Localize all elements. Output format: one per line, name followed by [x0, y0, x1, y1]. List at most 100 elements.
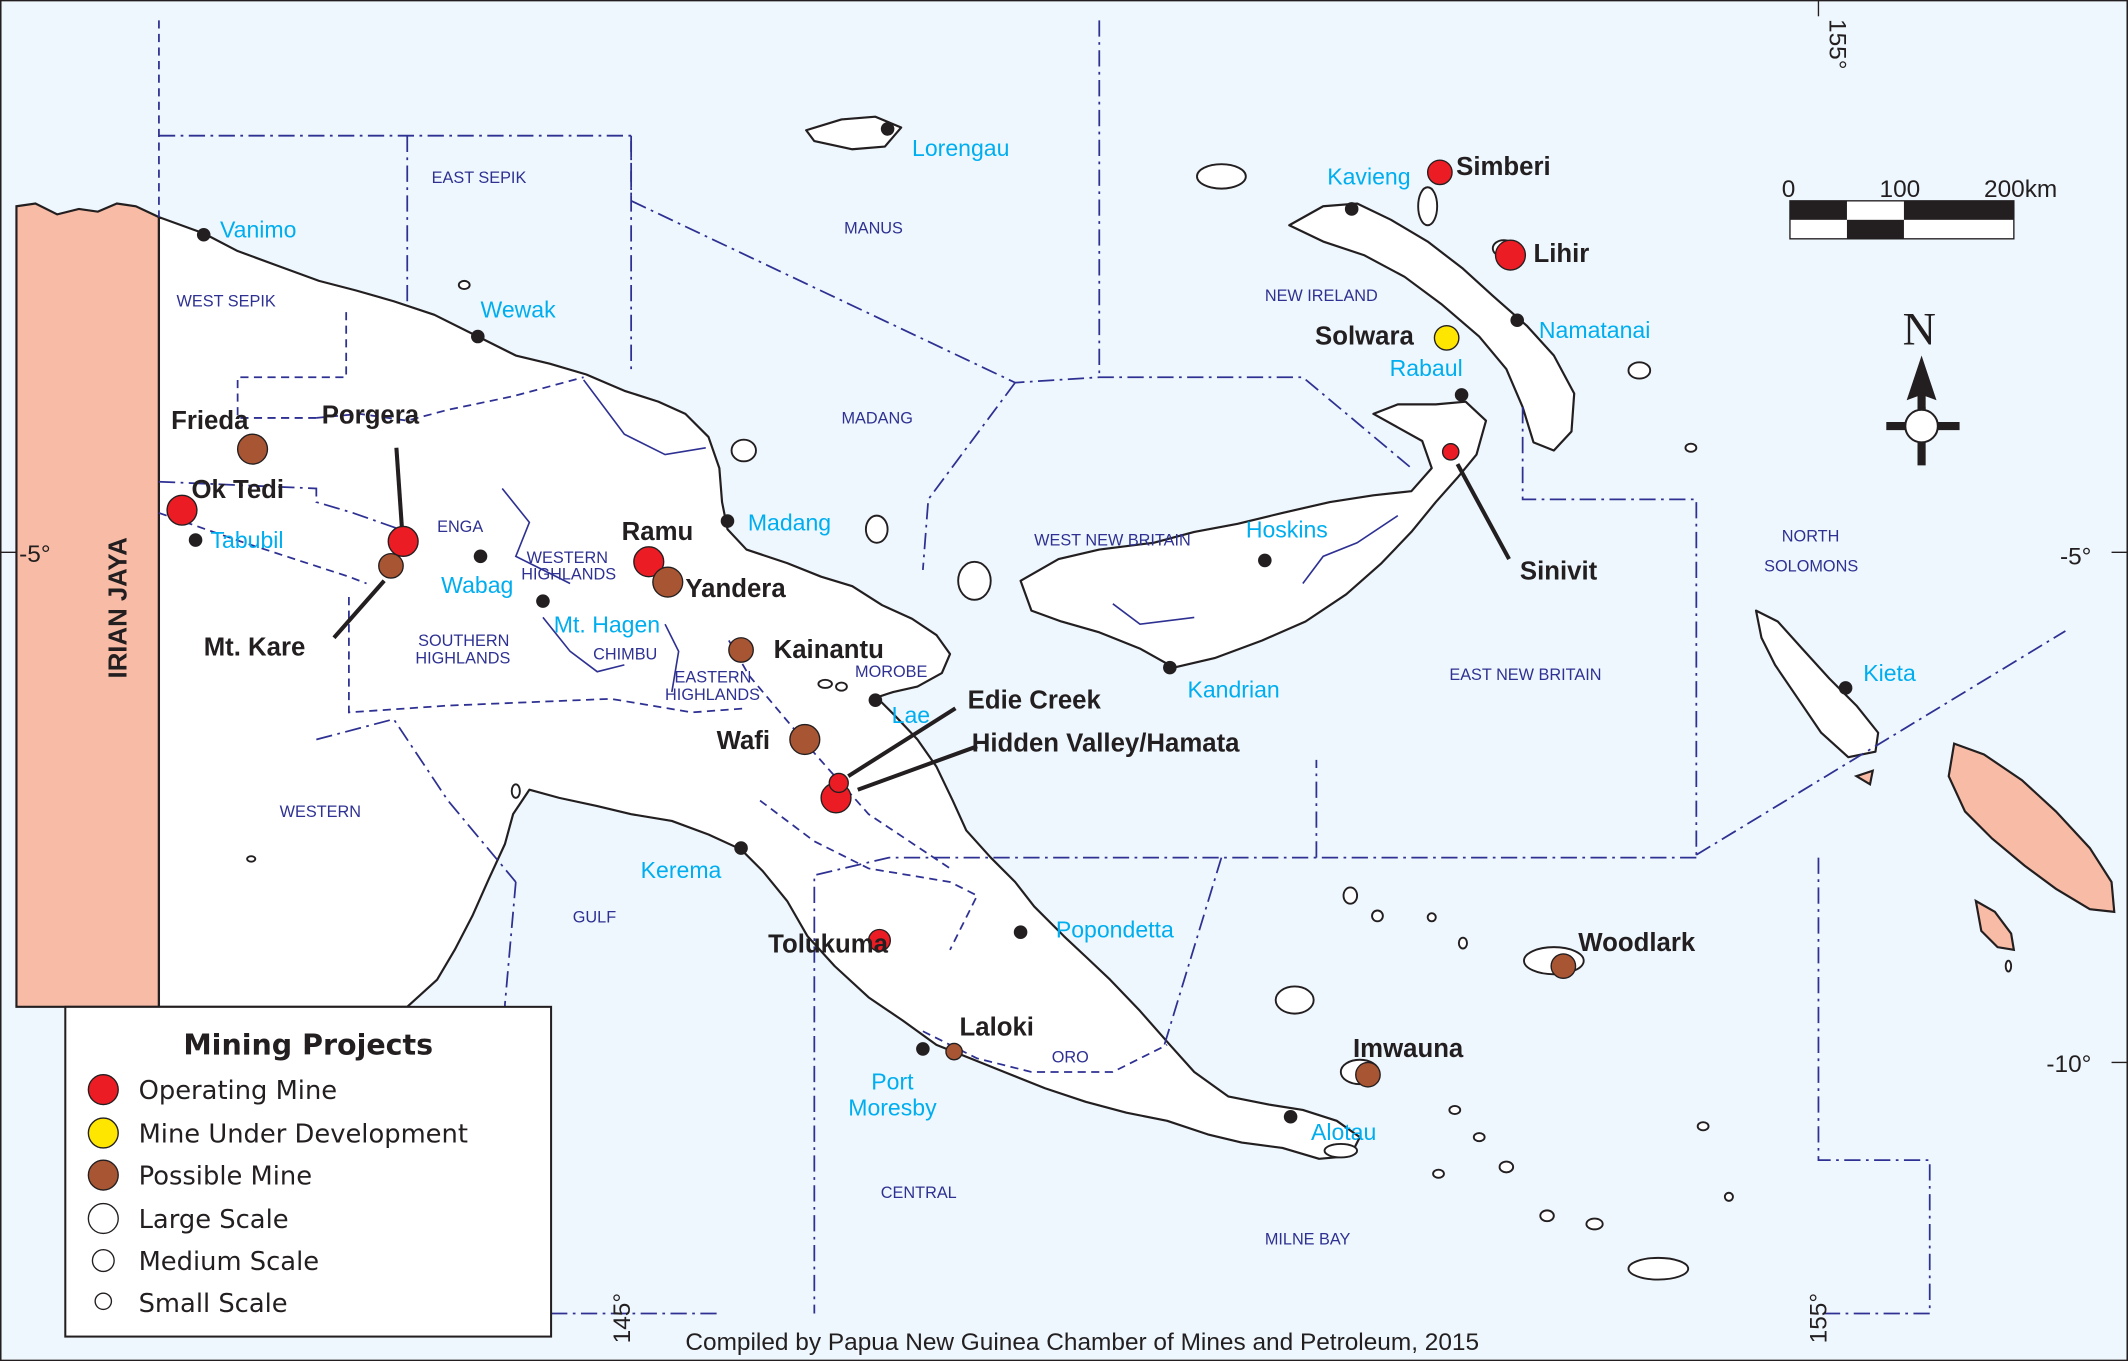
province-west-sepik: WEST SEPIK — [177, 293, 276, 311]
province-north-solomons-line2: SOLOMONS — [1764, 557, 1858, 575]
mine-edie-creek-marker[interactable] — [828, 772, 849, 794]
solomon-islet — [1853, 769, 1875, 787]
mine-tolukuma-marker[interactable] — [867, 928, 891, 952]
province-eastern-highlands: EASTERN — [675, 669, 752, 687]
province-eastern-highlands-line2: HIGHLANDS — [665, 686, 760, 704]
province-east-sepik: EAST SEPIK — [432, 169, 527, 187]
province-gulf: GULF — [573, 909, 616, 927]
town-port-moresby-line2: Moresby — [848, 1094, 937, 1120]
mine-wafi-marker[interactable] — [789, 723, 821, 756]
solomon-islet — [1974, 898, 2016, 952]
irian-jaya-label: IRIAN JAYA — [104, 537, 132, 678]
leader-lines — [332, 447, 1511, 792]
mines: Simberi Lihir Solwara Sinivit Frieda Ok … — [166, 153, 1696, 1088]
town-lae: Lae — [892, 702, 930, 728]
mine-kainantu-marker[interactable] — [728, 637, 754, 663]
town-dot — [734, 841, 748, 855]
legend-medium-swatch — [91, 1249, 115, 1273]
mine-wafi-label: Wafi — [717, 727, 770, 755]
north-arrow-label: N — [1903, 304, 1936, 355]
towns: Vanimo Wewak Tabubil Wabag Mt. Hagen Mad… — [188, 122, 1916, 1145]
legend-medium: Medium Scale — [139, 1247, 320, 1277]
mine-sinivit-marker[interactable] — [1441, 443, 1460, 461]
province-north-solomons: NORTH — [1782, 527, 1840, 545]
province-chimbu: CHIMBU — [593, 645, 657, 663]
lon-155-top-label: 155° — [1823, 19, 1850, 69]
mine-imwauna-marker[interactable] — [1355, 1061, 1381, 1088]
town-hoskins: Hoskins — [1246, 516, 1328, 542]
town-rabaul: Rabaul — [1390, 355, 1463, 381]
town-alotau: Alotau — [1311, 1119, 1376, 1145]
legend-operating-swatch — [87, 1074, 119, 1106]
mine-frieda-marker[interactable] — [236, 433, 269, 465]
mine-yandera-marker[interactable] — [652, 566, 684, 598]
town-dot — [868, 693, 883, 707]
province-central: CENTRAL — [881, 1184, 957, 1202]
scale-tick-100: 100 — [1880, 176, 1921, 203]
mine-edie-creek-label: Edie Creek — [968, 686, 1102, 714]
legend-small-swatch — [94, 1292, 113, 1311]
town-wewak: Wewak — [481, 297, 557, 323]
town-dot — [1838, 681, 1853, 695]
town-dot — [1344, 202, 1359, 216]
mine-mt-kare-marker[interactable] — [378, 552, 404, 579]
province-morobe: MOROBE — [855, 663, 927, 681]
town-namatanai: Namatanai — [1539, 317, 1650, 343]
town-dot — [471, 329, 485, 344]
mine-mt-kare-label: Mt. Kare — [204, 633, 306, 661]
town-dot — [1013, 925, 1028, 939]
solomon-islands-landmass — [1947, 742, 2116, 914]
town-kandrian: Kandrian — [1187, 676, 1279, 702]
mine-frieda-label: Frieda — [171, 407, 249, 435]
mine-laloki-marker[interactable] — [945, 1042, 963, 1061]
province-madang: MADANG — [841, 409, 912, 427]
legend-possible: Possible Mine — [139, 1162, 313, 1192]
province-labels: EAST SEPIK WEST SEPIK MANUS MADANG NEW I… — [177, 169, 1859, 1248]
province-enga: ENGA — [437, 518, 483, 536]
town-dot — [720, 514, 735, 528]
province-boundaries — [158, 20, 2066, 1315]
town-kavieng: Kavieng — [1327, 164, 1410, 190]
mine-simberi-marker[interactable] — [1426, 159, 1453, 186]
islets — [246, 163, 2013, 1281]
irian-jaya-landmass — [15, 202, 161, 1008]
legend-large-swatch — [87, 1202, 119, 1235]
province-east-new-britain: EAST NEW BRITAIN — [1449, 666, 1601, 684]
mine-tolukuma-label: Tolukuma — [768, 931, 888, 959]
mine-kainantu-label: Kainantu — [774, 636, 884, 664]
mine-porgera-marker[interactable] — [387, 525, 419, 558]
legend: Mining Projects Operating Mine Mine Unde… — [64, 1005, 553, 1338]
town-wabag: Wabag — [441, 572, 513, 598]
town-madang: Madang — [748, 510, 831, 536]
lat-10-right-label: -10° — [2046, 1051, 2091, 1078]
scale-bar: 0 100 200km — [1782, 176, 2057, 240]
mine-ok-tedi-marker[interactable] — [166, 494, 198, 526]
new-britain-island — [1019, 400, 1488, 669]
town-dot — [473, 549, 488, 564]
province-oro: ORO — [1052, 1048, 1089, 1066]
town-dot — [1258, 553, 1272, 568]
mine-hidden-valley-label: Hidden Valley/Hamata — [972, 730, 1240, 758]
town-vanimo: Vanimo — [220, 216, 296, 242]
town-dot — [1510, 313, 1524, 328]
lat-5-right-label: -5° — [2060, 543, 2091, 570]
town-dot — [1454, 388, 1469, 402]
legend-title: Mining Projects — [183, 1028, 433, 1061]
mine-ramu-marker[interactable] — [633, 546, 665, 578]
province-new-ireland: NEW IRELAND — [1265, 287, 1378, 305]
north-arrow: N — [1886, 304, 1960, 466]
town-port-moresby: Port — [871, 1069, 914, 1095]
mine-solwara-marker[interactable] — [1433, 324, 1460, 351]
mine-porgera-label: Porgera — [322, 401, 420, 429]
province-western-highlands-line2: HIGHLANDS — [521, 565, 616, 583]
province-southern-highlands: SOUTHERN — [418, 632, 509, 650]
mine-simberi-label: Simberi — [1456, 153, 1551, 181]
legend-small: Small Scale — [139, 1289, 288, 1319]
mine-ok-tedi-label: Ok Tedi — [191, 476, 284, 504]
mine-woodlark-marker[interactable] — [1550, 953, 1577, 980]
legend-large: Large Scale — [139, 1205, 289, 1235]
lat-5-left-label: -5° — [19, 541, 50, 568]
mine-lihir-marker[interactable] — [1494, 239, 1527, 271]
legend-operating: Operating Mine — [139, 1076, 338, 1106]
mine-solwara-label: Solwara — [1315, 323, 1414, 351]
